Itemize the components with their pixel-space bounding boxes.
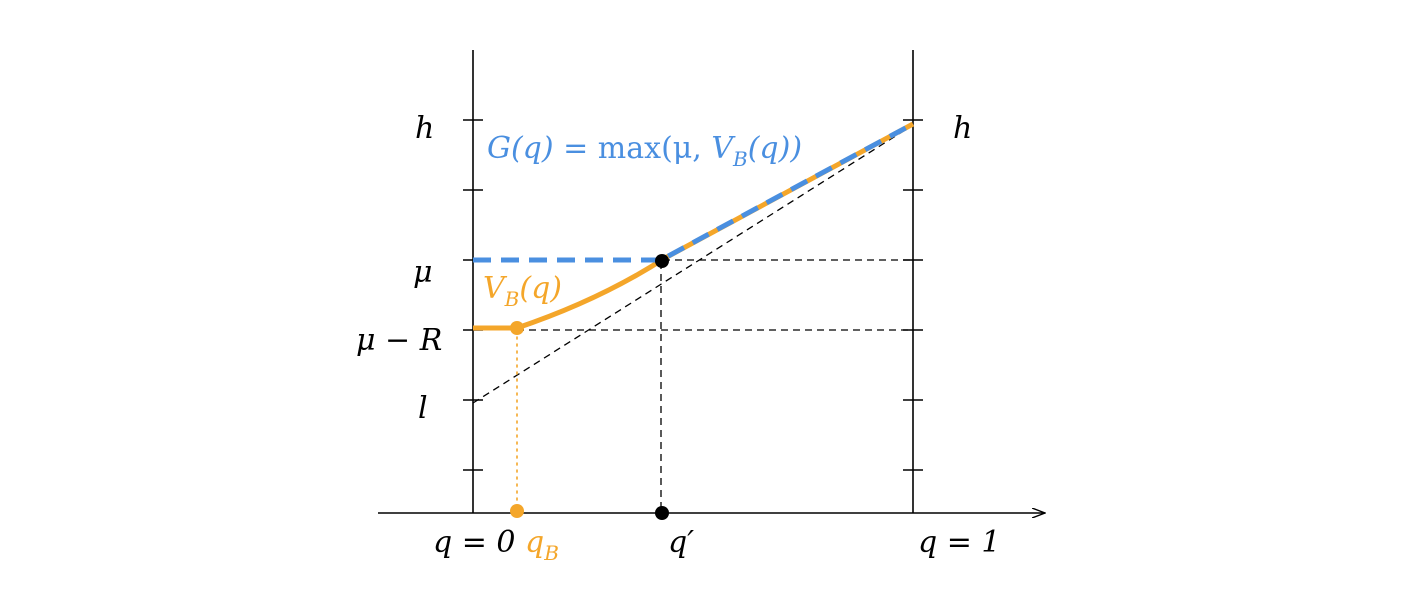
linear-value-line [472, 124, 914, 404]
label-qb: qB [525, 525, 559, 565]
label-h-left: h [415, 111, 434, 146]
qb-point-on-curve [510, 321, 524, 335]
label-qprime: q′ [668, 525, 694, 560]
label-q-one: q = 1 [918, 525, 1001, 560]
label-g-curve: G(q) = max(μ, VB(q)) [487, 131, 802, 171]
intersection-point [655, 254, 669, 268]
qprime-point-on-axis [655, 506, 669, 520]
label-h-right: h [953, 111, 972, 146]
label-l: l [418, 391, 428, 426]
qb-point-on-axis [510, 504, 524, 518]
label-mu-minus-r: μ − R [356, 323, 442, 358]
label-mu: μ [413, 255, 433, 290]
label-q-zero: q = 0 [433, 525, 516, 560]
g-curve [473, 121, 915, 263]
label-vb-curve: VB(q) [483, 271, 562, 311]
guide-lines [472, 124, 914, 513]
